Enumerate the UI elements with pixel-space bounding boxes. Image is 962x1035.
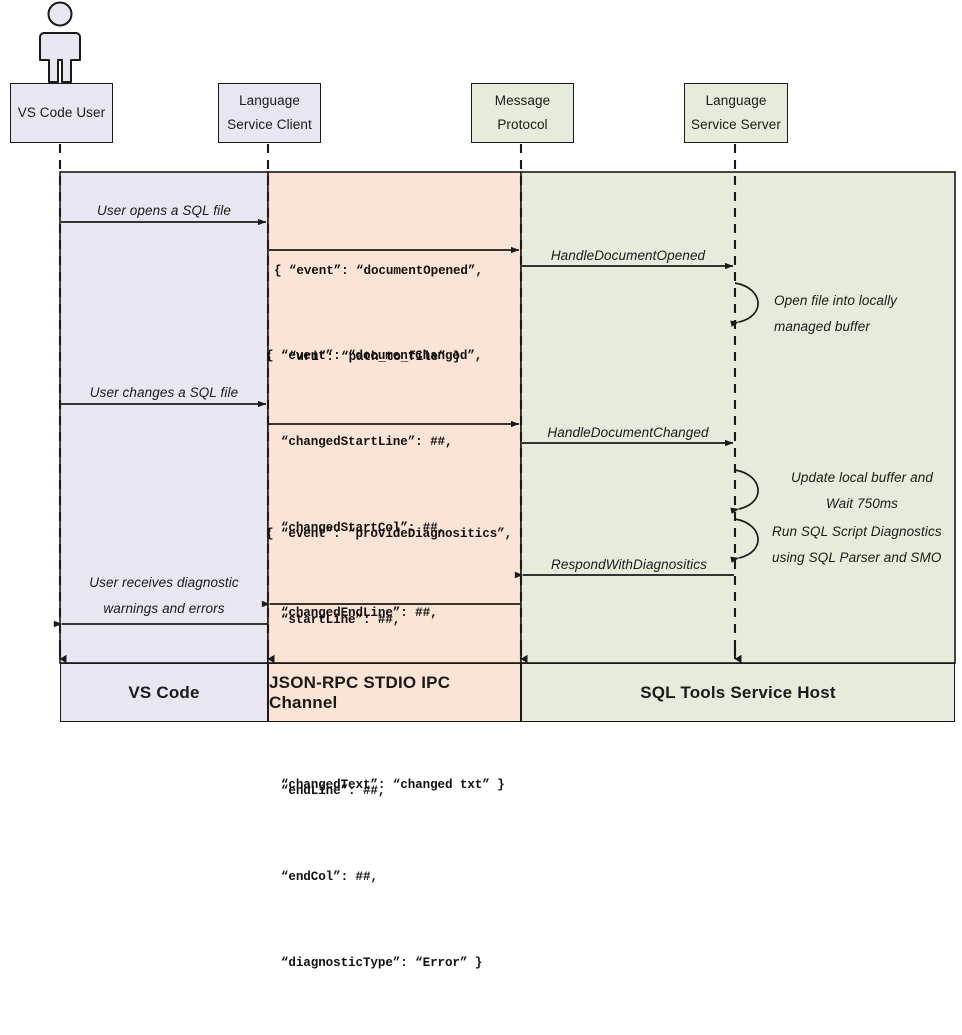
payload-document-opened: { “event”: “documentOpened”, “uri”: “pat…	[274, 264, 483, 364]
message-label-user-receives-diagnostics: User receives diagnostic warnings and er…	[89, 575, 239, 617]
self-message-label-update-buffer-wait: Update local buffer and Wait 750ms	[791, 470, 933, 512]
participant-message-protocol-label-1: Message	[494, 93, 551, 109]
participant-message-protocol[interactable]: Message Protocol	[471, 83, 574, 143]
participant-language-service-client-label-1: Language	[239, 93, 300, 109]
footer-sql-tools-label: SQL Tools Service Host	[640, 682, 836, 702]
selfloop-update-buffer-wait	[730, 469, 759, 514]
self-message-label-open-file-buffer: Open file into locally managed buffer	[774, 293, 898, 335]
footer-vs-code[interactable]: VS Code	[60, 663, 268, 722]
participant-vs-code-user[interactable]: VS Code User	[10, 83, 113, 143]
activation-bands	[59, 171, 956, 664]
participant-language-service-server-label-2: Service Server	[691, 117, 781, 132]
message-label-user-changes-file: User changes a SQL file	[89, 385, 239, 400]
footer-json-rpc-stdio-ipc-channel[interactable]: JSON-RPC STDIO IPC Channel	[268, 663, 521, 722]
participant-message-protocol-label-2: Protocol	[497, 117, 548, 132]
participant-language-service-server-label-1: Language	[705, 93, 767, 109]
selfloop-open-file-buffer	[730, 282, 759, 327]
lifeline-terminators	[58, 648, 742, 664]
message-label-handle-document-opened: HandleDocumentOpened	[550, 248, 706, 263]
diagram-canvas	[39, 1, 956, 664]
sequence-diagram: VS Code User Language Service Client Mes…	[10, 1, 956, 970]
footer-sql-tools-service-host[interactable]: SQL Tools Service Host	[521, 663, 955, 722]
participant-language-service-server[interactable]: Language Service Server	[684, 83, 788, 143]
lifelines	[58, 144, 737, 655]
participant-vs-code-user-label: VS Code User	[17, 105, 106, 121]
footer-json-rpc-label: JSON-RPC STDIO IPC Channel	[269, 672, 451, 712]
participant-language-service-client-label-2: Service Client	[227, 117, 312, 132]
message-label-user-opens-file: User opens a SQL file	[97, 203, 231, 218]
self-message-label-run-diagnostics: Run SQL Script Diagnostics using SQL Par…	[772, 524, 942, 566]
selfloop-run-diagnostics	[730, 518, 759, 563]
footer-vs-code-label: VS Code	[128, 682, 200, 702]
participant-language-service-client[interactable]: Language Service Client	[218, 83, 321, 143]
payload-provide-diagnostics: { “event”: “provideDiagnositics”, “start…	[266, 527, 513, 970]
message-label-respond-with-diagnostics: RespondWithDiagnositics	[550, 557, 707, 572]
vs-code-user-actor	[39, 1, 81, 83]
message-label-handle-document-changed: HandleDocumentChanged	[547, 425, 709, 440]
